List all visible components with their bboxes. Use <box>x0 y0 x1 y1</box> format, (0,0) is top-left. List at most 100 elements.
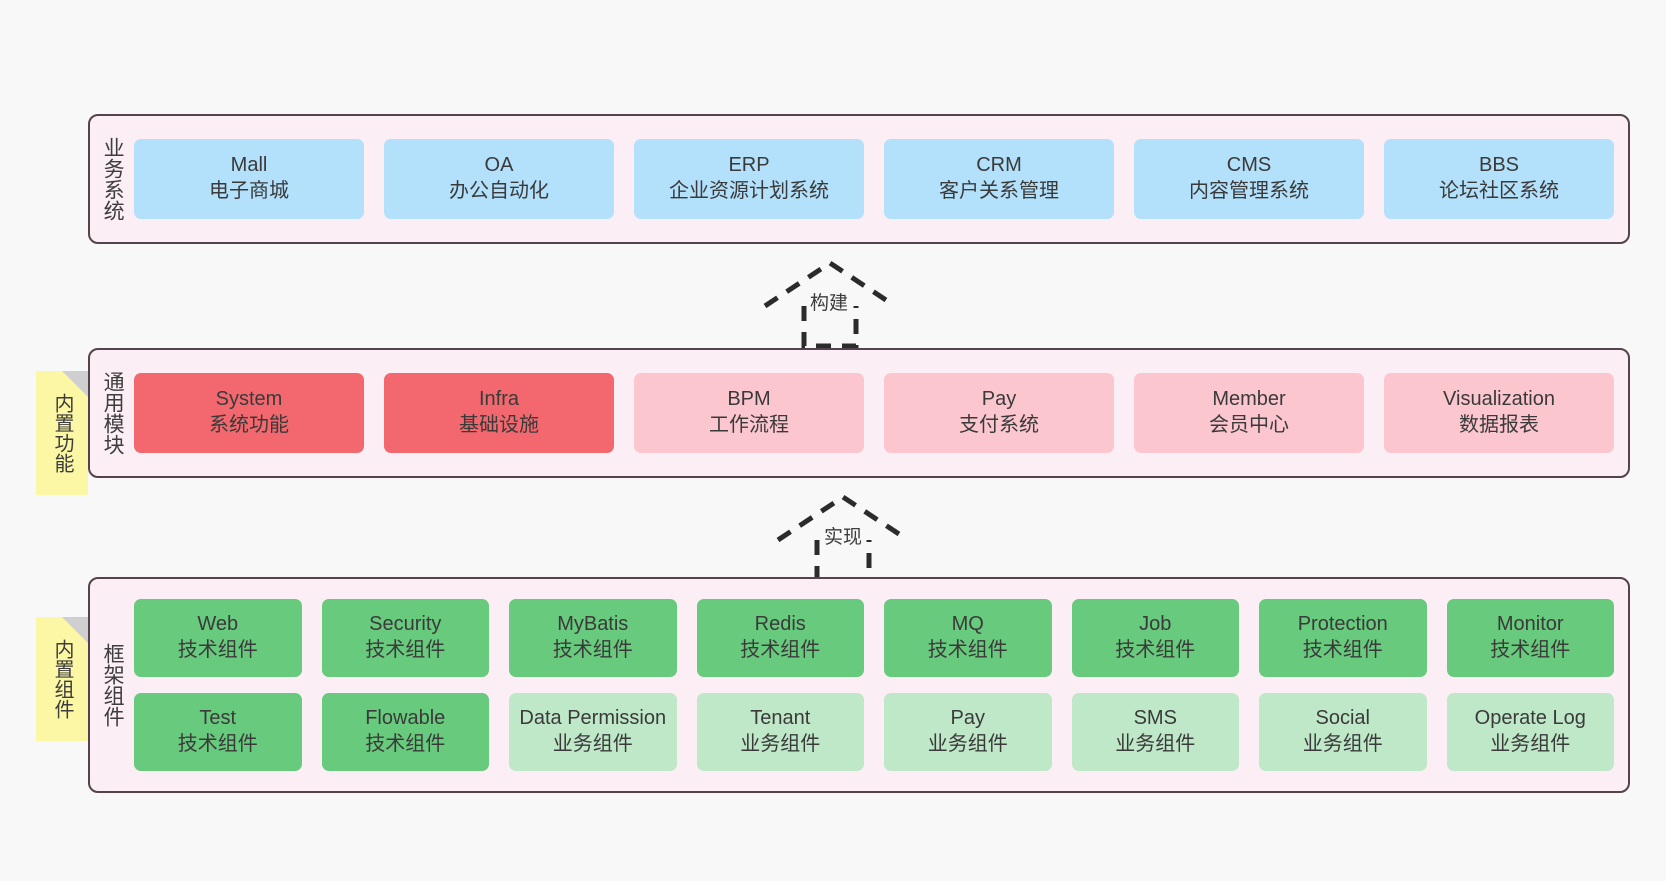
module-card-bbs[interactable]: BBS 论坛社区系统 <box>1384 139 1614 219</box>
component-name: Monitor <box>1496 613 1564 636</box>
module-card-pay[interactable]: Pay 支付系统 <box>884 373 1114 453</box>
component-desc: 业务组件 <box>740 733 821 755</box>
module-name: OA <box>484 154 514 177</box>
component-name: MQ <box>951 613 984 636</box>
component-name: Test <box>199 707 237 730</box>
layer-framework-component: 框架组件 Web 技术组件 Security 技术组件 MyBatis 技术组件… <box>88 577 1630 793</box>
module-desc: 内容管理系统 <box>1189 180 1309 202</box>
note-label: 内置功能 <box>51 393 73 473</box>
note-label: 内置组件 <box>51 639 73 719</box>
module-desc: 办公自动化 <box>449 180 549 202</box>
layer-row: System 系统功能 Infra 基础设施 BPM 工作流程 Pay 支付系统… <box>134 373 1614 453</box>
component-name: Job <box>1139 613 1172 636</box>
module-card-cms[interactable]: CMS 内容管理系统 <box>1134 139 1364 219</box>
component-desc: 技术组件 <box>1115 639 1196 661</box>
component-name: Protection <box>1297 613 1388 636</box>
component-desc: 技术组件 <box>1490 639 1571 661</box>
module-desc: 数据报表 <box>1459 414 1539 436</box>
component-name: Data Permission <box>519 707 667 730</box>
module-name: BPM <box>727 388 771 411</box>
component-desc: 业务组件 <box>1302 733 1383 755</box>
component-desc: 业务组件 <box>1115 733 1196 755</box>
component-name: Operate Log <box>1474 707 1586 730</box>
module-name: Visualization <box>1443 388 1555 411</box>
note-fold-corner-icon <box>62 371 88 397</box>
module-card-mall[interactable]: Mall 电子商城 <box>134 139 364 219</box>
layer-body-business-system: Mall 电子商城 OA 办公自动化 ERP 企业资源计划系统 CRM 客户关系… <box>134 116 1628 242</box>
component-desc: 技术组件 <box>177 639 258 661</box>
component-card-mq[interactable]: MQ 技术组件 <box>884 599 1052 677</box>
component-card-web[interactable]: Web 技术组件 <box>134 599 302 677</box>
note-fold-corner-icon <box>62 617 88 643</box>
component-desc: 技术组件 <box>740 639 821 661</box>
component-desc: 技术组件 <box>552 639 633 661</box>
component-name: MyBatis <box>557 613 629 636</box>
module-card-crm[interactable]: CRM 客户关系管理 <box>884 139 1114 219</box>
component-card-tenant[interactable]: Tenant 业务组件 <box>696 693 864 771</box>
module-card-system[interactable]: System 系统功能 <box>134 373 364 453</box>
component-desc: 技术组件 <box>927 639 1008 661</box>
component-name: Tenant <box>750 707 811 730</box>
component-desc: 技术组件 <box>177 733 258 755</box>
component-card-mybatis[interactable]: MyBatis 技术组件 <box>509 599 677 677</box>
component-name: Social <box>1315 707 1370 730</box>
connector-build-arrow <box>760 258 900 349</box>
module-desc: 系统功能 <box>209 414 289 436</box>
module-name: CMS <box>1226 154 1272 177</box>
component-card-redis[interactable]: Redis 技术组件 <box>696 599 864 677</box>
note-built-in-features: 内置功能 <box>36 371 88 495</box>
module-desc: 支付系统 <box>959 414 1039 436</box>
module-name: Mall <box>230 154 268 177</box>
component-desc: 业务组件 <box>1490 733 1571 755</box>
component-card-job[interactable]: Job 技术组件 <box>1071 599 1239 677</box>
component-name: Redis <box>754 613 806 636</box>
component-card-test[interactable]: Test 技术组件 <box>134 693 302 771</box>
module-desc: 会员中心 <box>1209 414 1289 436</box>
module-card-oa[interactable]: OA 办公自动化 <box>384 139 614 219</box>
component-card-protection[interactable]: Protection 技术组件 <box>1259 599 1427 677</box>
component-card-pay[interactable]: Pay 业务组件 <box>884 693 1052 771</box>
component-card-flowable[interactable]: Flowable 技术组件 <box>321 693 489 771</box>
component-card-monitor[interactable]: Monitor 技术组件 <box>1446 599 1614 677</box>
module-name: BBS <box>1478 154 1520 177</box>
module-desc: 电子商城 <box>209 180 289 202</box>
component-card-security[interactable]: Security 技术组件 <box>321 599 489 677</box>
component-desc: 技术组件 <box>1302 639 1383 661</box>
module-name: CRM <box>976 154 1022 177</box>
component-card-social[interactable]: Social 业务组件 <box>1259 693 1427 771</box>
component-card-sms[interactable]: SMS 业务组件 <box>1071 693 1239 771</box>
component-name: Web <box>197 613 239 636</box>
module-card-visualization[interactable]: Visualization 数据报表 <box>1384 373 1614 453</box>
module-card-bpm[interactable]: BPM 工作流程 <box>634 373 864 453</box>
module-desc: 工作流程 <box>709 414 789 436</box>
layer-title-business-system: 业务系统 <box>101 137 125 221</box>
arrow-stem <box>801 306 859 349</box>
layer-body-framework-component: Web 技术组件 Security 技术组件 MyBatis 技术组件 Redi… <box>134 579 1628 791</box>
component-card-data-permission[interactable]: Data Permission 业务组件 <box>509 693 677 771</box>
component-name: SMS <box>1133 707 1177 730</box>
module-card-infra[interactable]: Infra 基础设施 <box>384 373 614 453</box>
module-desc: 基础设施 <box>459 414 539 436</box>
layer-business-system: 业务系统 Mall 电子商城 OA 办公自动化 ERP 企业资源计划系统 CRM… <box>88 114 1630 244</box>
component-name: Security <box>369 613 442 636</box>
layer-title-common-module: 通用模块 <box>101 371 125 455</box>
module-name: System <box>215 388 283 411</box>
module-card-member[interactable]: Member 会员中心 <box>1134 373 1364 453</box>
component-desc: 技术组件 <box>365 639 446 661</box>
component-desc: 业务组件 <box>552 733 633 755</box>
module-name: Pay <box>981 388 1017 411</box>
layer-title-framework-component: 框架组件 <box>101 643 125 727</box>
module-name: ERP <box>728 154 770 177</box>
layer-row: Mall 电子商城 OA 办公自动化 ERP 企业资源计划系统 CRM 客户关系… <box>134 139 1614 219</box>
module-desc: 论坛社区系统 <box>1439 180 1559 202</box>
module-card-erp[interactable]: ERP 企业资源计划系统 <box>634 139 864 219</box>
component-name: Flowable <box>365 707 446 730</box>
module-name: Infra <box>478 388 520 411</box>
layer-body-common-module: System 系统功能 Infra 基础设施 BPM 工作流程 Pay 支付系统… <box>134 350 1628 476</box>
component-desc: 技术组件 <box>365 733 446 755</box>
component-card-operate-log[interactable]: Operate Log 业务组件 <box>1446 693 1614 771</box>
module-desc: 客户关系管理 <box>939 180 1059 202</box>
component-desc: 业务组件 <box>927 733 1008 755</box>
module-desc: 企业资源计划系统 <box>669 180 829 202</box>
